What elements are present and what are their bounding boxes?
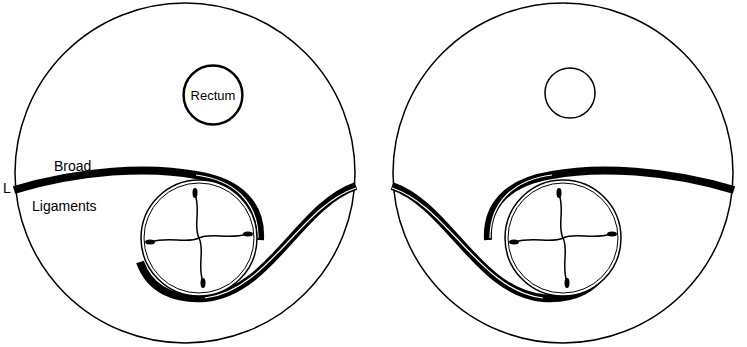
side-letter: L xyxy=(3,181,11,195)
part-label: Ligaments xyxy=(32,199,97,213)
part-label: Broad xyxy=(54,159,91,173)
rectum-circle: Rectum xyxy=(183,65,243,125)
organ-label: Rectum xyxy=(191,89,236,102)
